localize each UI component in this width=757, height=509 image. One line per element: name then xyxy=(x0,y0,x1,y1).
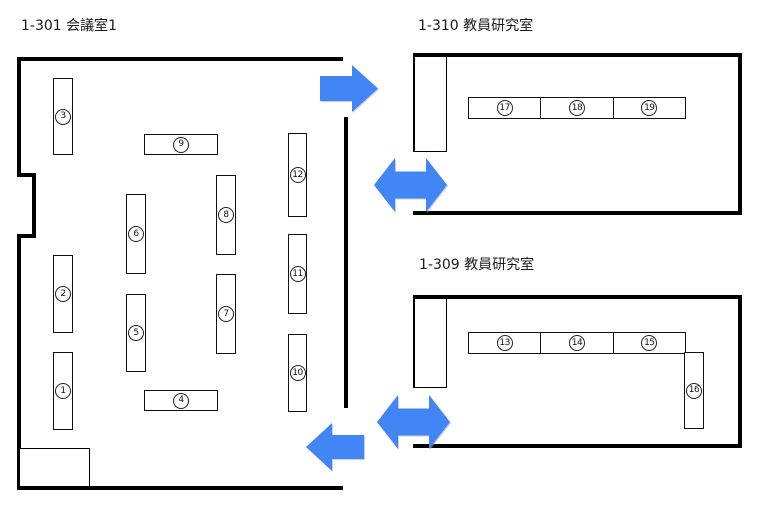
desk-4: 4 xyxy=(144,390,218,411)
desk-1: 1 xyxy=(53,352,73,430)
wall-1301-notch-right xyxy=(32,173,36,238)
double-arrow-shape xyxy=(377,395,450,449)
wall-1309-right xyxy=(738,295,742,448)
wall-1301-top xyxy=(17,57,343,61)
double-arrow-301-310-icon xyxy=(374,158,447,212)
desk-12-number: 12 xyxy=(289,167,306,183)
entrance-alcove-1309 xyxy=(415,299,447,388)
desk-17-number: 17 xyxy=(496,100,513,116)
double-arrow-301-309-icon xyxy=(377,395,450,449)
desk-15-number: 15 xyxy=(641,335,658,351)
desk-5-number: 5 xyxy=(128,325,144,341)
desk-10: 10 xyxy=(288,334,307,412)
double-arrow-shape xyxy=(374,158,447,212)
wall-1301-right xyxy=(344,117,348,408)
desk-19-number: 19 xyxy=(641,100,658,116)
desk-7: 7 xyxy=(216,274,236,354)
wall-1310-right xyxy=(738,53,742,215)
desk-19: 19 xyxy=(612,98,685,118)
cabinet xyxy=(19,448,90,487)
desk-18: 18 xyxy=(540,98,612,118)
desk-12: 12 xyxy=(288,133,307,217)
desk-13: 13 xyxy=(469,333,540,353)
wall-1301-bottom xyxy=(17,486,343,490)
entrance-alcove-1310 xyxy=(415,57,447,152)
desk-14: 14 xyxy=(540,333,612,353)
wall-1301-notch-bottom xyxy=(17,234,36,238)
desk-8-number: 8 xyxy=(218,207,234,223)
desk-3: 3 xyxy=(53,78,73,155)
desk-8: 8 xyxy=(216,175,236,255)
desk-5: 5 xyxy=(126,294,146,372)
desk-3-number: 3 xyxy=(55,108,71,125)
arrow-right-shape xyxy=(320,65,378,112)
desk-2-number: 2 xyxy=(55,286,71,302)
wall-1310-top xyxy=(413,53,742,57)
desk-6: 6 xyxy=(126,194,146,274)
wall-1309-top xyxy=(413,295,742,299)
desk-14-number: 14 xyxy=(568,335,585,351)
wall-1309-bottom xyxy=(413,444,742,448)
desk-row-13-15: 13 14 15 xyxy=(468,332,686,354)
desk-row-17-19: 17 18 19 xyxy=(468,97,686,119)
desk-13-number: 13 xyxy=(496,335,513,351)
arrow-right-icon xyxy=(320,65,378,112)
desk-9: 9 xyxy=(144,134,218,155)
arrow-left-icon xyxy=(306,423,364,471)
desk-1-number: 1 xyxy=(55,383,71,399)
arrow-left-shape xyxy=(306,423,364,471)
desk-16-number: 16 xyxy=(686,382,702,399)
desk-2: 2 xyxy=(53,255,73,333)
desk-18-number: 18 xyxy=(568,100,585,116)
room-1309-title: 1-309 教員研究室 xyxy=(419,257,535,273)
desk-11-number: 11 xyxy=(289,266,306,282)
wall-1301-left-lower xyxy=(17,234,21,490)
desk-9-number: 9 xyxy=(173,136,189,153)
desk-11: 11 xyxy=(288,234,307,314)
desk-16: 16 xyxy=(684,352,704,429)
wall-1310-bottom xyxy=(413,211,742,215)
room-1310-title: 1-310 教員研究室 xyxy=(418,18,534,34)
desk-6-number: 6 xyxy=(128,226,144,242)
desk-7-number: 7 xyxy=(218,306,234,322)
desk-15: 15 xyxy=(612,333,685,353)
room-1301-title: 1-301 会議室1 xyxy=(21,18,118,34)
desk-4-number: 4 xyxy=(173,392,189,409)
desk-17: 17 xyxy=(469,98,540,118)
desk-10-number: 10 xyxy=(289,365,306,381)
wall-1301-notch-top xyxy=(17,173,36,177)
wall-1301-left-upper xyxy=(17,57,21,177)
